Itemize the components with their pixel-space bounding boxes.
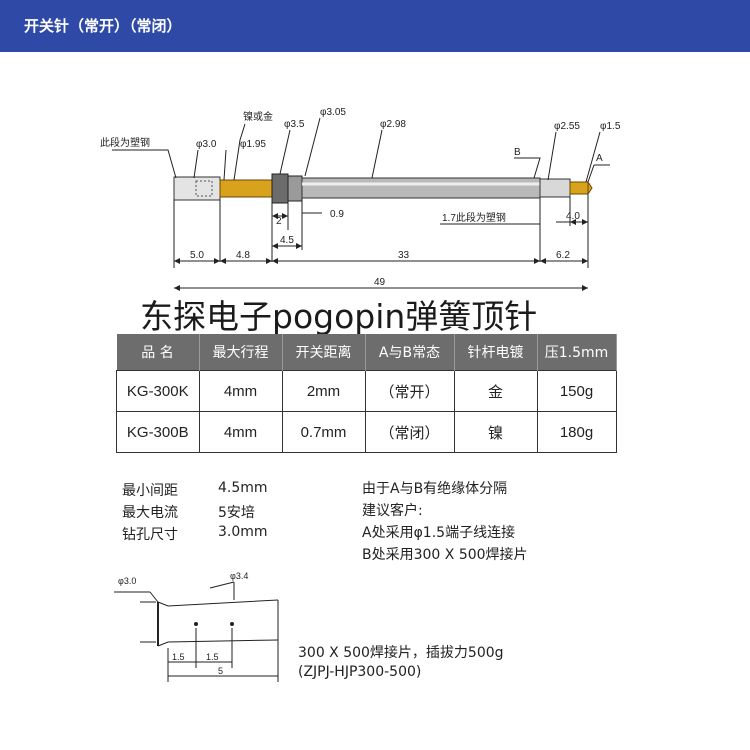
table-cell: 150g — [536, 370, 617, 412]
note-line: 建议客户: — [362, 503, 423, 519]
pin-drawing: 此段为塑钢 φ3.0 φ1.95 镍或金 φ3.5 φ3.05 φ2.98 B … — [100, 107, 621, 291]
note-line: 由于A与B有绝缘体分隔 — [362, 481, 508, 497]
header-cell: 品 名 — [116, 334, 200, 371]
label-d305: φ3.05 — [320, 107, 346, 118]
dim-2: 2 — [276, 216, 282, 227]
dim-33: 33 — [398, 250, 410, 261]
label-d195: φ1.95 — [240, 139, 266, 150]
collar — [271, 173, 289, 204]
dim-45: 4.5 — [280, 235, 294, 246]
plunger-tip — [569, 181, 589, 195]
table-cell: KG-300B — [116, 411, 200, 453]
barrel — [301, 177, 541, 199]
hole-mark — [230, 622, 234, 626]
solder-tab-drawing: φ3.0 φ3.4 1.5 1.5 5 — [114, 571, 279, 682]
spec-header-row: 品 名 最大行程 开关距离 A与B常态 针杆电镀 压1.5mm — [116, 334, 617, 371]
param-drill-size: 钻孔尺寸 3.0mm — [122, 524, 268, 544]
param-label: 最小间距 — [122, 483, 178, 499]
table-cell: 180g — [536, 411, 617, 453]
label-d15: φ1.5 — [600, 121, 621, 132]
spec-table: 品 名 最大行程 开关距离 A与B常态 针杆电镀 压1.5mm KG-300K … — [116, 334, 617, 453]
header-cell: 最大行程 — [199, 334, 283, 371]
param-value: 4.5mm — [218, 480, 268, 496]
tab-s2: 1.5 — [206, 652, 219, 662]
table-row: KG-300K 4mm 2mm （常开） 金 150g — [116, 370, 617, 412]
sleeve-hole — [195, 180, 213, 197]
param-label: 最大电流 — [122, 505, 178, 521]
label-d255: φ2.55 — [554, 121, 580, 132]
note-line: B处采用300 X 500焊接片 — [362, 547, 528, 563]
header-cell: 针杆电镀 — [454, 334, 538, 371]
barrel-end — [539, 178, 571, 198]
table-cell: 4mm — [198, 411, 283, 453]
param-min-spacing: 最小间距 4.5mm — [122, 480, 268, 500]
table-row: KG-300B 4mm 0.7mm （常闭） 镍 180g — [116, 411, 617, 453]
table-cell: KG-300K — [116, 370, 200, 412]
tab-d34: φ3.4 — [230, 571, 248, 581]
header-cell: 开关距离 — [282, 334, 366, 371]
header-cell: A与B常态 — [365, 334, 455, 371]
label-b: B — [514, 147, 521, 158]
table-cell: （常闭） — [364, 411, 455, 453]
dim-50: 5.0 — [190, 250, 204, 261]
dim-09: 0.9 — [330, 209, 344, 220]
watermark-text: 东探电子pogopin弹簧顶针 — [140, 297, 538, 336]
gold-section — [219, 179, 273, 198]
note-line: A处采用φ1.5端子线连接 — [362, 525, 516, 541]
param-max-current: 最大电流 5安培 — [122, 502, 255, 522]
table-cell: 0.7mm — [281, 411, 366, 453]
table-cell: 2mm — [281, 370, 366, 412]
label-steel-left: 此段为塑钢 — [100, 136, 150, 149]
label-plating: 镍或金 — [243, 110, 273, 123]
table-cell: 镍 — [453, 411, 538, 453]
dim-40: 4.0 — [566, 211, 580, 222]
table-cell: 金 — [453, 370, 538, 412]
header-banner: 开关针（常开）（常闭） — [0, 0, 750, 52]
dim-62: 6.2 — [556, 250, 570, 261]
table-cell: （常开） — [364, 370, 455, 412]
steel-sleeve — [173, 176, 221, 201]
param-value: 5安培 — [218, 505, 255, 521]
hole-mark — [194, 622, 198, 626]
collar-ring — [287, 175, 303, 202]
tab-info-line1: 300 X 500焊接片，插拔力500g — [298, 645, 504, 661]
tab-s1: 1.5 — [172, 652, 185, 662]
dim-48: 4.8 — [236, 250, 250, 261]
label-d30: φ3.0 — [196, 139, 217, 150]
header-cell: 压1.5mm — [537, 334, 617, 371]
table-cell: 4mm — [198, 370, 283, 412]
label-d35: φ3.5 — [284, 119, 305, 130]
tab-info-line2: (ZJPJ-HJP300-500) — [298, 664, 422, 680]
label-a: A — [596, 153, 603, 164]
page-title: 开关针（常开）（常闭） — [24, 17, 182, 35]
dim-49: 49 — [374, 277, 386, 288]
label-steel-right: 1.7此段为塑钢 — [442, 211, 506, 224]
param-label: 钻孔尺寸 — [122, 527, 178, 543]
param-value: 3.0mm — [218, 524, 268, 540]
label-d298: φ2.98 — [380, 119, 406, 130]
tab-d30: φ3.0 — [118, 576, 136, 586]
tab-total: 5 — [218, 666, 223, 676]
